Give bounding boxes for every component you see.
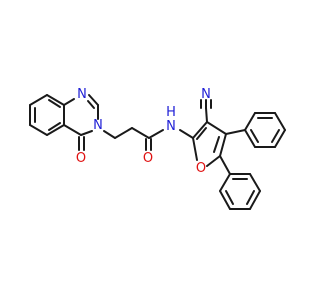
bond <box>131 127 150 139</box>
bond <box>205 107 208 123</box>
bond <box>219 173 231 192</box>
bond-double <box>225 190 234 205</box>
furan-ring <box>192 121 227 167</box>
bond <box>219 190 231 210</box>
bond <box>192 137 198 161</box>
bond <box>219 133 227 157</box>
propanoyl-linker <box>103 127 194 151</box>
atom-o-quinazolinone: O <box>76 151 86 166</box>
bond <box>219 155 231 175</box>
benzo-ring <box>29 94 65 136</box>
bond <box>192 121 208 139</box>
bond-double <box>213 136 220 153</box>
atom-o-amide: O <box>143 151 153 166</box>
bond <box>274 112 286 131</box>
bond <box>225 129 246 135</box>
bond <box>103 130 116 139</box>
atom-n-nitrile: N <box>201 87 211 102</box>
bond <box>179 129 194 139</box>
bond <box>114 127 133 139</box>
bond <box>206 121 227 135</box>
bond <box>88 94 99 106</box>
nitrile-group <box>200 99 212 123</box>
atom-h-amide: H <box>166 105 176 120</box>
bond <box>148 129 164 139</box>
pyrimidinone-ring <box>63 94 99 151</box>
bond-double <box>48 99 61 108</box>
atom-n-amide: N <box>166 119 176 134</box>
bond-double <box>87 100 95 109</box>
bond-double <box>250 129 259 143</box>
bond <box>63 98 75 106</box>
bond <box>80 130 93 136</box>
bond-double <box>48 122 61 131</box>
phenyl-ring-lower <box>219 155 261 210</box>
atom-o-furan: O <box>196 161 206 176</box>
bond <box>29 124 48 136</box>
bond <box>46 94 65 106</box>
bond-double <box>246 190 255 205</box>
bond <box>244 112 256 131</box>
bond <box>244 129 256 148</box>
bond <box>249 190 261 210</box>
bond-double <box>196 127 207 140</box>
bond <box>249 173 261 192</box>
bond <box>29 94 48 106</box>
molecule-structure: N N O O N H N O <box>29 87 286 210</box>
phenyl-ring-upper <box>225 112 286 148</box>
bond <box>46 124 65 136</box>
atom-n-quinazoline-top: N <box>77 87 87 102</box>
atom-n-quinazoline-ring: N <box>93 118 103 133</box>
bond <box>63 124 82 136</box>
bond <box>206 155 221 167</box>
bond <box>274 129 286 148</box>
bond-double <box>271 129 280 143</box>
